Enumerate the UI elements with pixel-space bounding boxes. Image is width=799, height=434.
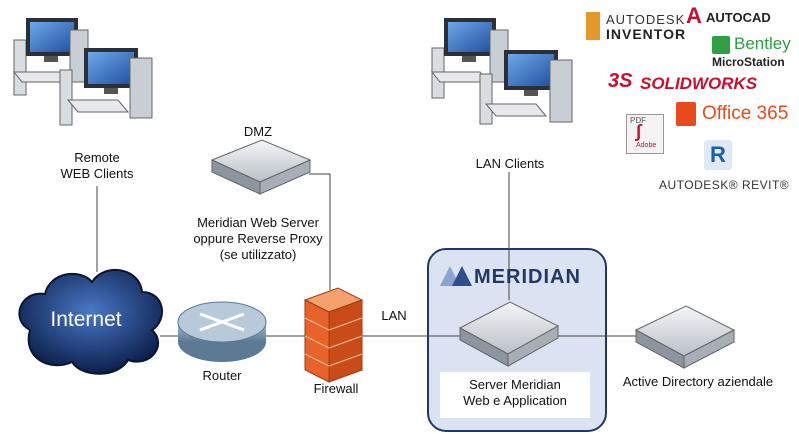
firewall-icon (303, 287, 364, 383)
meridian-logo-icon (440, 266, 472, 286)
dmz-server-icon (210, 139, 312, 195)
pdf-top-text: PDF (630, 116, 646, 125)
inventor-bottom-text: INVENTOR (606, 26, 687, 42)
internet-label: Internet (50, 308, 122, 331)
office-text: Office 365 (702, 103, 789, 124)
meridian-server-icon (458, 301, 560, 367)
firewall-label: Firewall (313, 381, 359, 396)
office-icon (676, 102, 696, 126)
web-server-label: Meridian Web Server oppure Reverse Proxy… (193, 215, 323, 262)
pdf-icon (626, 114, 664, 154)
meridian-label-bg (440, 372, 590, 418)
lan-clients-label: LAN Clients (475, 156, 545, 171)
revit-icon: R (704, 140, 732, 170)
pdf-bottom-text: Adobe (636, 142, 657, 149)
lan-label: LAN (381, 308, 407, 323)
meridian-server-label: Server Meridian Web e Application (463, 377, 567, 408)
solidworks-text: SOLIDWORKS (640, 74, 758, 93)
microstation-text: MicroStation (712, 55, 785, 69)
lan-clients-icon (430, 18, 573, 125)
bentley-icon (712, 36, 730, 54)
pdf-swirl-icon: ∫ (636, 121, 641, 141)
remote-clients-icon (12, 18, 153, 126)
bentley-text: Bentley (734, 34, 791, 53)
internet-cloud-icon (18, 268, 163, 375)
solidworks-icon: 3S (608, 70, 633, 92)
router-label: Router (202, 368, 242, 383)
active-directory-label: Active Directory aziendale (622, 374, 774, 389)
router-icon (177, 301, 267, 362)
active-directory-server-icon (634, 305, 736, 369)
meridian-brand: MERIDIAN (474, 266, 581, 288)
inventor-icon (586, 12, 600, 40)
remote-clients-label: Remote WEB Clients (60, 150, 134, 181)
autocad-icon: A (686, 3, 702, 28)
inventor-top-text: AUTODESK (606, 12, 686, 27)
connection-lines (96, 172, 640, 337)
revit-text: AUTODESK® REVIT® (659, 178, 790, 192)
dmz-label: DMZ (243, 124, 273, 139)
autocad-text: AUTOCAD (706, 10, 771, 25)
